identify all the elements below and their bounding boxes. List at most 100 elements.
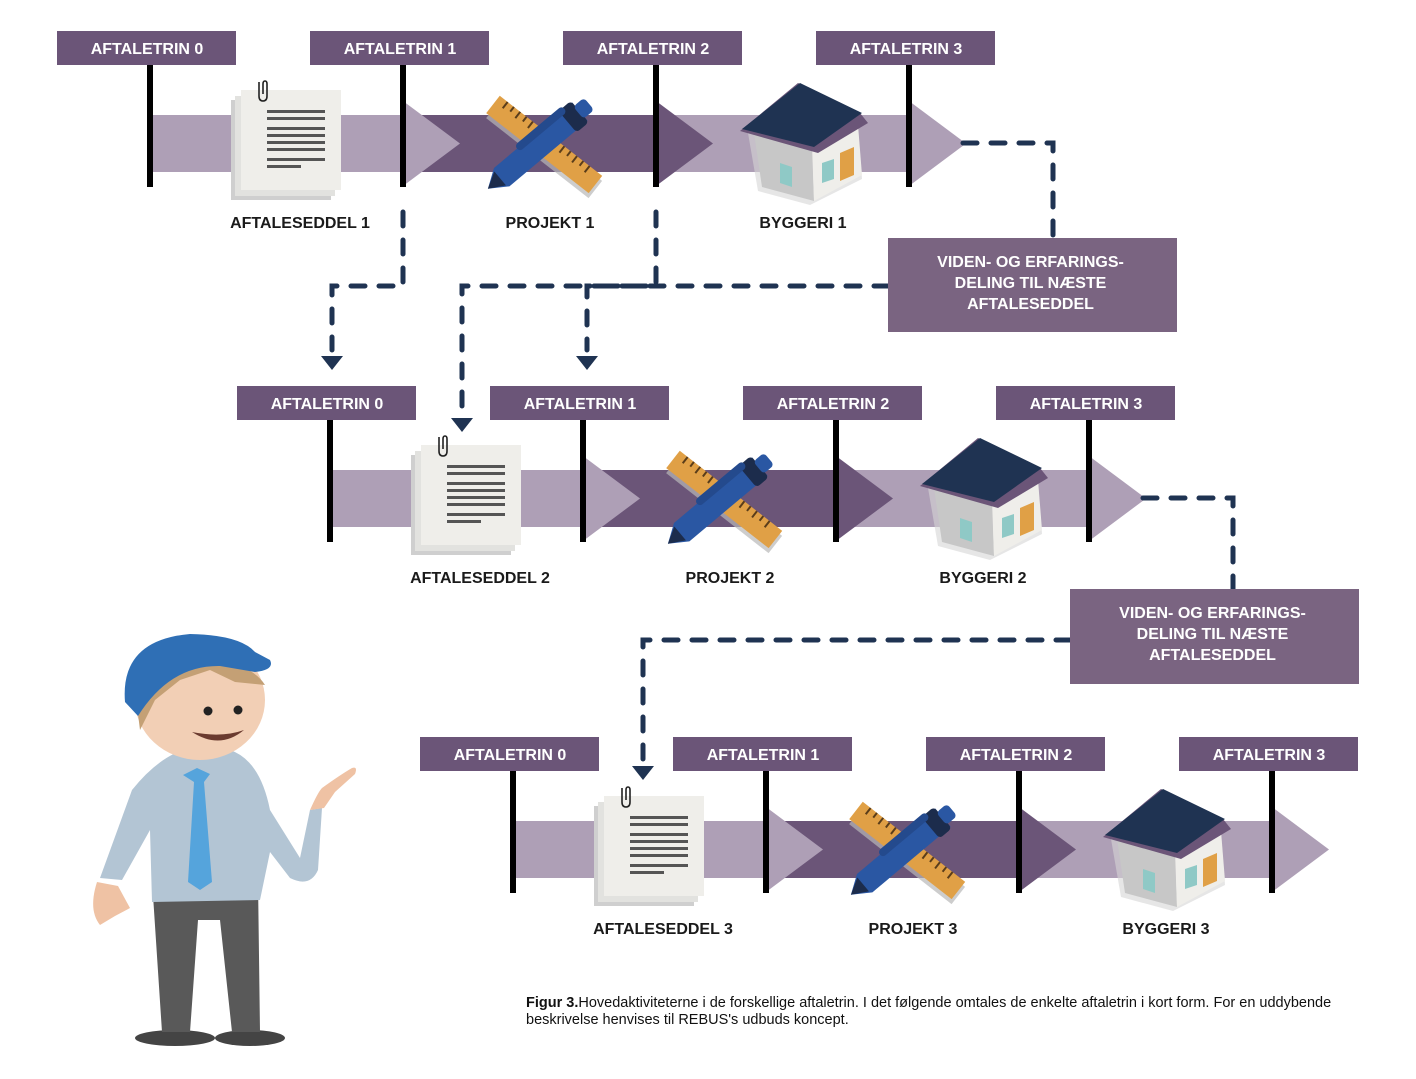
knowledge-box-line: DELING TIL NÆSTE [1137,626,1289,643]
milestone-label: AFTALETRIN 1 [344,41,457,58]
milestone-bar [653,65,659,187]
arrowhead-down-icon [451,418,473,432]
milestone-bar [906,65,912,187]
dashed-connector [459,283,891,423]
timeline-chevron [1272,807,1329,892]
milestone-bar [400,65,406,187]
arrowhead-down-icon [321,356,343,370]
milestone-label: AFTALETRIN 3 [1030,396,1143,413]
milestone-bar [763,771,769,893]
arrowhead-down-icon [576,356,598,370]
timeline-chevron [836,456,893,541]
activity-label: AFTALESEDDEL 1 [230,215,370,232]
dashed-connector [584,209,659,353]
milestone-label: AFTALETRIN 0 [91,41,204,58]
arrowhead-down-icon [632,766,654,780]
milestone-label: AFTALETRIN 1 [524,396,637,413]
activity-label: AFTALESEDDEL 2 [410,570,550,587]
timeline-chevron [1019,807,1076,892]
document-icon [410,435,522,556]
timeline-row-2: AFTALETRIN 0 AFTALETRIN 1 AFTALETRIN 2 AFTA… [237,386,1175,587]
timeline-chevron [403,101,460,186]
milestone-label-bg [1179,737,1358,771]
knowledge-box-bg [888,238,1177,332]
milestone-label: AFTALETRIN 3 [1213,747,1326,764]
activity-label: BYGGERI 3 [1122,921,1209,938]
milestone-label-bg [310,31,489,65]
timeline-chevron [1089,456,1146,541]
left-shoe [135,1030,215,1046]
dashed-connector [640,637,1073,771]
smile [192,730,244,741]
shirt [100,748,322,902]
knowledge-sharing-box-1: VIDEN- OG ERFARINGS- DELING TIL NÆSTE AFTA… [888,238,1177,332]
milestone-label: AFTALETRIN 0 [271,396,384,413]
right-eye [233,705,243,715]
dashed-connector [1140,495,1236,592]
caption-text: Hovedaktiviteterne i de forskellige afta… [526,995,1332,1028]
milestone-label-bg [420,737,599,771]
house-icon [1103,789,1231,911]
right-hand [310,767,356,810]
milestone-bar [147,65,153,187]
activity-label: AFTALESEDDEL 3 [593,921,733,938]
milestone-bar [833,420,839,542]
knowledge-box-line: AFTALESEDDEL [967,296,1094,313]
left-eye [203,706,213,716]
house-icon [920,438,1048,560]
milestone-bar [580,420,586,542]
knowledge-box-bg [1070,589,1359,684]
milestone-label-bg [996,386,1175,420]
knowledge-box-line: VIDEN- OG ERFARINGS- [937,254,1124,271]
milestone-bar [327,420,333,542]
necktie [183,768,212,890]
figure-caption: Figur 3.Hovedaktiviteterne i de forskell… [526,995,1346,1029]
house-icon [740,83,868,205]
left-hand [93,882,130,925]
activity-label: PROJEKT 3 [869,921,958,938]
milestone-label: AFTALETRIN 1 [707,747,820,764]
caption-label: Figur 3. [526,995,579,1011]
milestone-label-bg [237,386,416,420]
knowledge-box-line: DELING TIL NÆSTE [955,275,1107,292]
milestone-label-bg [673,737,852,771]
milestone-label: AFTALETRIN 2 [960,747,1073,764]
activity-label: BYGGERI 1 [759,215,846,232]
dashed-connector [329,209,406,353]
document-icon [593,786,705,907]
activity-label: PROJEKT 1 [506,215,595,232]
milestone-label-bg [743,386,922,420]
milestone-bar [1016,771,1022,893]
document-icon [230,80,342,201]
activity-label: PROJEKT 2 [686,570,775,587]
timeline-row-3: AFTALETRIN 0 AFTALETRIN 1 AFTALETRIN 2 AFTA… [420,737,1358,938]
right-shoe [215,1030,285,1046]
timeline-chevron [583,456,640,541]
milestone-label-bg [563,31,742,65]
milestone-label-bg [816,31,995,65]
milestone-label: AFTALETRIN 3 [850,41,963,58]
timeline-chevron [656,101,713,186]
dashed-connector [960,140,1056,241]
milestone-bar [510,771,516,893]
milestone-label-bg [490,386,669,420]
milestone-label-bg [57,31,236,65]
milestone-bar [1269,771,1275,893]
milestone-label-bg [926,737,1105,771]
knowledge-box-line: AFTALESEDDEL [1149,647,1276,664]
timeline-chevron [766,807,823,892]
activity-label: BYGGERI 2 [939,570,1026,587]
milestone-label: AFTALETRIN 2 [597,41,710,58]
timeline-chevron [909,101,966,186]
timeline-row-1: AFTALETRIN 0 AFTALETRIN 1 AFTALETRIN 2 AFTA… [57,31,995,232]
knowledge-sharing-box-2: VIDEN- OG ERFARINGS- DELING TIL NÆSTE AFTA… [1070,589,1359,684]
milestone-bar [1086,420,1092,542]
milestone-label: AFTALETRIN 0 [454,747,567,764]
construction-worker-illustration [93,634,356,1046]
knowledge-box-line: VIDEN- OG ERFARINGS- [1119,605,1306,622]
milestone-label: AFTALETRIN 2 [777,396,890,413]
cap [124,634,272,716]
trousers [152,880,260,1032]
